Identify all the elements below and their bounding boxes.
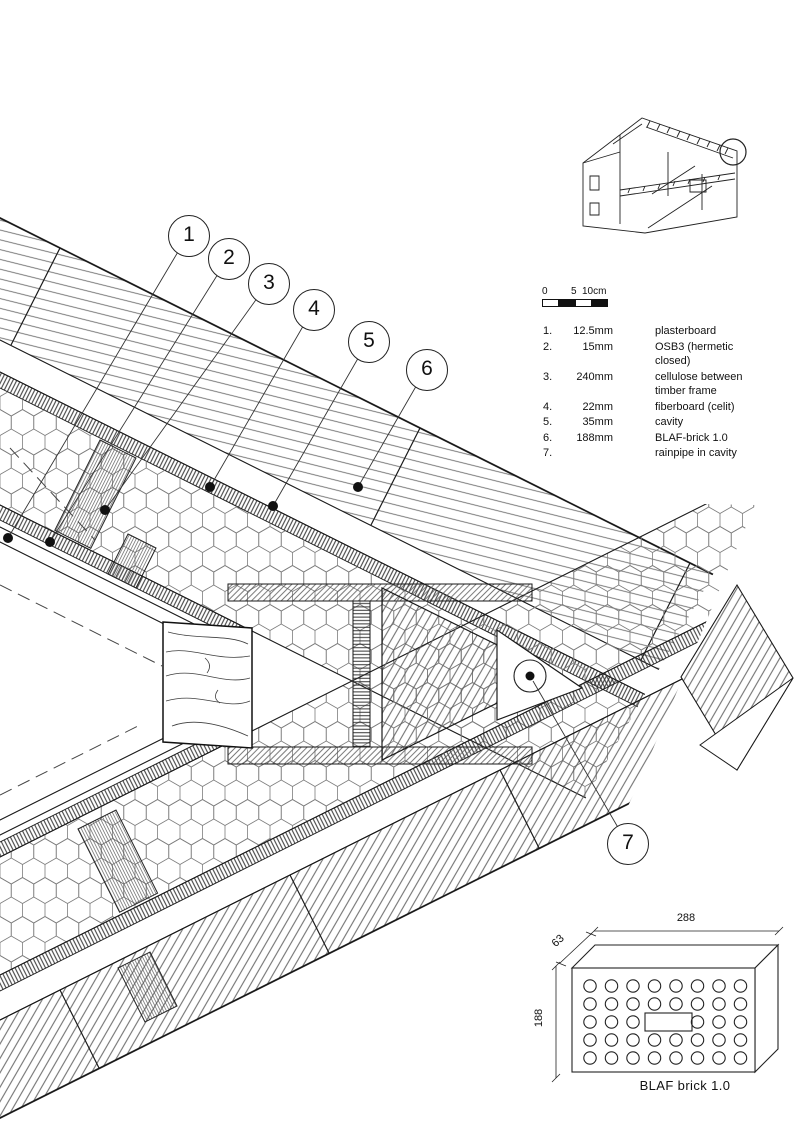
legend-row: 7. rainpipe in cavity: [543, 447, 737, 459]
detail-locator-circle: [719, 138, 747, 166]
scale-bar: 0 5 10cm: [540, 286, 630, 310]
timber-post: [162, 621, 253, 749]
timber-stud: [77, 809, 159, 913]
callout-5: 5: [348, 321, 390, 363]
callout-2: 2: [208, 238, 250, 280]
timber-stud: [117, 951, 178, 1023]
scale-label-0: 0: [542, 286, 548, 297]
legend-row: 3. 240mm cellulose between timber frame: [543, 370, 743, 398]
legend-row: 5. 35mm cavity: [543, 416, 684, 428]
brick-height-dimension: 188: [533, 1008, 546, 1028]
timber-studs: [54, 439, 178, 1023]
scale-bar-segments: [542, 299, 608, 307]
house-locator-diagram: [582, 117, 747, 234]
wall-b-brick-layer: [0, 620, 755, 1123]
callout-1: 1: [168, 215, 210, 257]
brick-detail-caption: BLAF brick 1.0: [639, 1078, 731, 1093]
brick-continuation: [680, 583, 794, 772]
legend-row: 1. 12.5mm plasterboard: [543, 325, 717, 337]
callout-4: 4: [293, 289, 335, 331]
material-legend: 1. 12.5mm plasterboard 2. 15mm OSB3 (her…: [543, 324, 771, 462]
callout-leaders: [3, 234, 628, 844]
wall-b-fiberboard-layer: [0, 574, 755, 997]
timber-stud: [107, 533, 157, 589]
legend-row: 4. 22mm fiberboard (celit): [543, 400, 735, 413]
dimension-lines: [551, 926, 784, 1083]
legend-row: 6. 188mm BLAF-brick 1.0: [543, 431, 728, 444]
corner-brick-miter: [381, 587, 558, 761]
scale-label-5: 5: [571, 286, 577, 297]
callout-3: 3: [248, 263, 290, 305]
timber-stud: [54, 439, 137, 549]
dashed-lines: [0, 447, 163, 796]
callout-7: 7: [607, 823, 649, 865]
callout-6: 6: [406, 349, 448, 391]
brick-width-dimension: 288: [676, 912, 696, 924]
legend-row: 2. 15mm OSB3 (hermetic closed): [543, 340, 734, 368]
scale-label-10cm: 10cm: [582, 286, 607, 297]
brick-detail: [551, 926, 784, 1083]
corner-assembly: [227, 583, 584, 765]
